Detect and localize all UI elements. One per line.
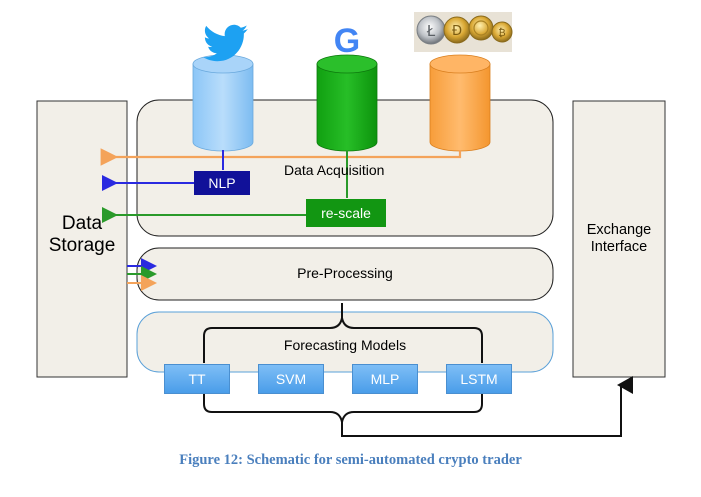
data-storage-panel [36,100,128,378]
exchange-interface-panel [572,100,666,378]
figure-caption: Figure 12: Schematic for semi-automated … [179,452,522,468]
svg-text:Ł: Ł [426,22,436,40]
nlp-box: NLP [194,171,250,195]
exchange-interface-label: Exchange Interface [573,222,665,255]
model-box-svm: SVM [258,364,324,394]
google-g-letter: G [334,22,360,60]
google-g-icon: G [334,22,360,60]
exchange-interface-label-line1: Exchange [586,222,652,238]
twitter-bird-icon [203,24,248,62]
model-box-lstm: LSTM [446,364,512,394]
preprocessing-to-models-brace [203,303,483,363]
google-database-cylinder [316,54,378,152]
model-box-tt: TT [164,364,230,394]
data-acquisition-label: Data Acquisition [284,162,385,178]
rescale-box: re-scale [306,199,386,227]
coins-to-storage-arrow [100,148,462,166]
coins-database-cylinder [429,54,491,152]
pre-processing-label: Pre-Processing [297,265,393,281]
forecasting-models-label: Forecasting Models [283,337,407,353]
svg-text:₿: ₿ [498,27,505,39]
model-box-mlp: MLP [352,364,418,394]
coins-icon: Ł Ð ₿ [414,12,513,52]
data-storage-label-line2: Storage [48,234,116,256]
models-output-brace-right [341,393,483,423]
data-storage-label: Data Storage [37,213,127,257]
twitter-database-cylinder [192,54,254,152]
exchange-interface-label-line2: Interface [590,238,648,255]
data-storage-label-line1: Data [61,213,103,234]
svg-text:Ð: Ð [452,24,462,39]
